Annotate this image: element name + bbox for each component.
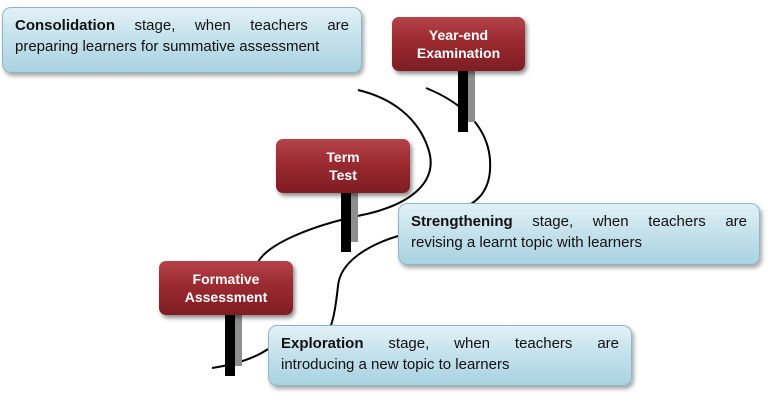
formative-post <box>225 312 235 376</box>
term-test-sign-line2: Test <box>329 167 357 183</box>
term-test-post-shadow <box>351 190 358 242</box>
formative-sign-line1: Formative <box>192 271 260 287</box>
exploration-line1-rest: stage, when teachers are <box>388 335 619 352</box>
year-end-sign-line1: Year-end <box>428 27 489 43</box>
strengthening-stage-box: Strengthening stage, when teachers are r… <box>398 203 760 265</box>
term-test-sign-line1: Term <box>326 149 360 165</box>
strengthening-line1: Strengthening stage, when teachers are <box>411 211 747 232</box>
year-end-sign-line2: Examination <box>416 45 501 61</box>
year-end-post-shadow <box>468 70 475 122</box>
formative-assessment-sign: Formative Assessment <box>159 261 293 315</box>
consolidation-line2: preparing learners for summative assessm… <box>15 38 320 55</box>
consolidation-line1: Consolidation stage, when teachers are <box>15 15 349 36</box>
consolidation-stage-box: Consolidation stage, when teachers are p… <box>2 7 362 73</box>
strengthening-lead: Strengthening <box>411 213 513 230</box>
path-segment-middle <box>329 235 399 329</box>
path-segment-upper-right <box>425 87 492 212</box>
path-segment-upper-left <box>257 89 432 263</box>
formative-sign-line2: Assessment <box>184 289 268 305</box>
year-end-examination-sign: Year-end Examination <box>392 17 525 71</box>
consolidation-line1-rest: stage, when teachers are <box>134 17 349 34</box>
formative-post-shadow <box>235 312 242 366</box>
strengthening-line1-rest: stage, when teachers are <box>532 213 748 230</box>
exploration-line2: introducing a new topic to learners <box>281 356 510 373</box>
term-test-post <box>341 190 351 252</box>
path-segment-lower-left <box>211 348 269 369</box>
strengthening-line2: revising a learnt topic with learners <box>411 234 642 251</box>
exploration-line1: Exploration stage, when teachers are <box>281 333 619 354</box>
exploration-stage-box: Exploration stage, when teachers are int… <box>268 325 632 386</box>
consolidation-lead: Consolidation <box>15 17 115 34</box>
year-end-post <box>458 70 468 132</box>
exploration-lead: Exploration <box>281 335 364 352</box>
term-test-sign: Term Test <box>276 139 410 193</box>
